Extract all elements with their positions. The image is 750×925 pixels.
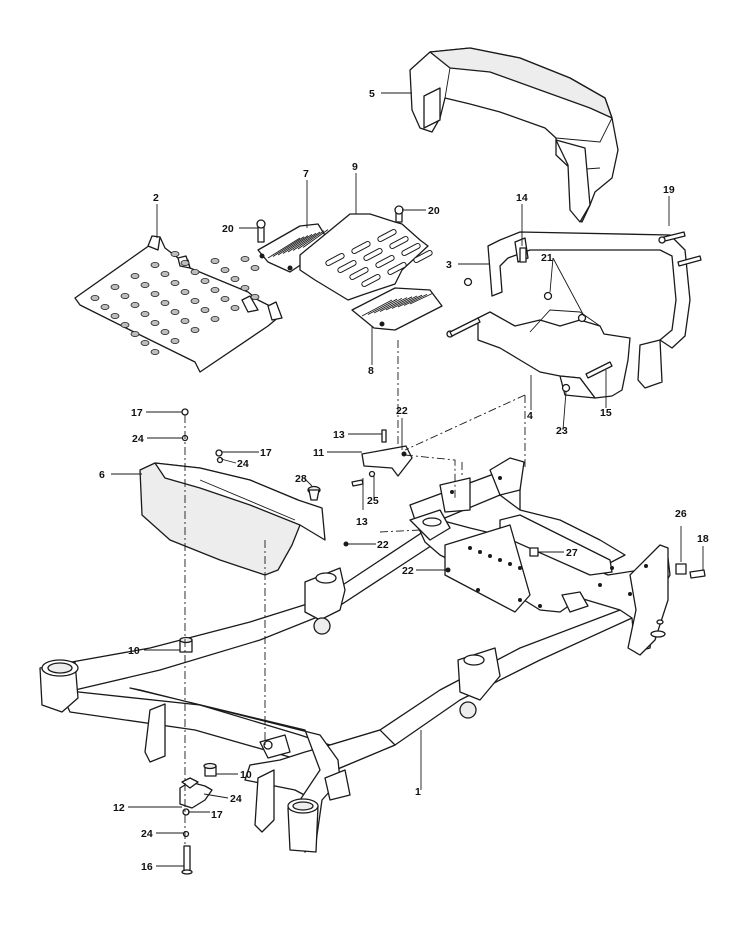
callout-18: 18 — [697, 533, 709, 545]
part-6-side-cover — [139, 462, 326, 576]
floor-pan-hole — [170, 250, 180, 257]
floor-pan-hole — [150, 261, 160, 268]
floor-pan-hole — [240, 255, 250, 262]
callout-19: 19 — [663, 184, 675, 196]
floor-pan-hole — [100, 303, 110, 310]
callout-12: 12 — [113, 802, 125, 814]
callout-22-middle: 22 — [402, 565, 414, 577]
callout-11: 11 — [313, 447, 324, 459]
floor-pan-hole — [230, 304, 240, 311]
callout-leaders — [111, 92, 704, 867]
floor-pan-hole — [140, 339, 150, 346]
floor-pan-hole — [150, 319, 160, 326]
callout-7: 7 — [303, 168, 309, 180]
floor-pan-hole — [140, 310, 150, 317]
floor-pan-hole — [220, 295, 230, 302]
floor-pan-hole — [170, 279, 180, 286]
floor-pan-hole — [210, 315, 220, 322]
floor-pan-hole — [190, 326, 200, 333]
callout-17-top: 17 — [131, 407, 143, 419]
callout-13-lower: 13 — [356, 516, 368, 528]
callout-4: 4 — [527, 410, 533, 422]
floor-pan-hole — [170, 308, 180, 315]
callout-14: 14 — [516, 192, 528, 204]
part-8-foot-plate — [351, 287, 443, 331]
callout-27: 27 — [566, 547, 578, 559]
callout-5: 5 — [369, 88, 375, 100]
floor-pan-hole — [180, 317, 190, 324]
callout-26: 26 — [675, 508, 687, 520]
floor-pan-hole — [180, 288, 190, 295]
callout-6: 6 — [99, 469, 105, 481]
callout-22-top: 22 — [396, 405, 408, 417]
floor-pan-hole — [130, 330, 140, 337]
callout-20-right: 20 — [428, 205, 440, 217]
floor-pan-hole — [190, 297, 200, 304]
floor-pan-hole — [140, 281, 150, 288]
part-2-floor-holes — [90, 250, 260, 355]
callout-10-upper: 10 — [128, 645, 140, 657]
floor-pan-hole — [200, 306, 210, 313]
callout-15: 15 — [600, 407, 612, 419]
floor-pan-hole — [150, 290, 160, 297]
floor-pan-hole — [130, 272, 140, 279]
callout-20-left: 20 — [222, 223, 234, 235]
floor-pan-hole — [130, 301, 140, 308]
floor-pan-hole — [210, 257, 220, 264]
part-9-center-plate — [299, 213, 433, 301]
floor-pan-hole — [160, 299, 170, 306]
callout-1: 1 — [415, 786, 421, 798]
callout-8: 8 — [368, 365, 374, 377]
frame-holes — [450, 476, 648, 608]
callout-24-middle: 24 — [237, 458, 249, 470]
callout-24-lower: 24 — [230, 793, 242, 805]
floor-pan-hole — [110, 283, 120, 290]
floor-pan-hole — [210, 286, 220, 293]
floor-pan-hole — [160, 328, 170, 335]
assembly-dash-lines — [184, 340, 526, 845]
hardware-items — [179, 205, 706, 875]
callout-labels: 1 2 3 4 5 6 7 8 9 10 10 11 12 13 13 14 1… — [99, 88, 709, 873]
callout-16: 16 — [141, 861, 153, 873]
callout-24-top: 24 — [132, 433, 144, 445]
callout-17-middle: 17 — [260, 447, 272, 459]
callout-2: 2 — [153, 192, 159, 204]
part-2-floor-pan — [74, 235, 283, 373]
floor-pan-hole — [250, 293, 260, 300]
callout-21: 21 — [541, 252, 553, 264]
floor-pan-hole — [230, 275, 240, 282]
floor-pan-hole — [90, 294, 100, 301]
callout-22-left: 22 — [377, 539, 389, 551]
callout-13-upper: 13 — [333, 429, 345, 441]
callout-24-bottom: 24 — [141, 828, 153, 840]
callout-23: 23 — [556, 425, 568, 437]
callout-28: 28 — [295, 473, 307, 485]
callout-25: 25 — [367, 495, 379, 507]
floor-pan-hole — [170, 337, 180, 344]
floor-pan-hole — [160, 270, 170, 277]
floor-pan-hole — [200, 277, 210, 284]
floor-pan-hole — [150, 348, 160, 355]
floor-pan-hole — [190, 268, 200, 275]
floor-pan-hole — [250, 264, 260, 271]
part-5-seat-shroud — [409, 47, 619, 223]
floor-pan-hole — [120, 292, 130, 299]
floor-pan-hole — [180, 259, 190, 266]
part-7-foot-plate — [257, 223, 329, 273]
floor-pan-hole — [110, 312, 120, 319]
floor-pan-hole — [220, 266, 230, 273]
callout-3: 3 — [446, 259, 452, 271]
floor-pan-hole — [240, 284, 250, 291]
callout-9: 9 — [352, 161, 358, 173]
callout-17-bottom: 17 — [211, 809, 223, 821]
callout-10-lower: 10 — [240, 769, 252, 781]
floor-pan-hole — [120, 321, 130, 328]
